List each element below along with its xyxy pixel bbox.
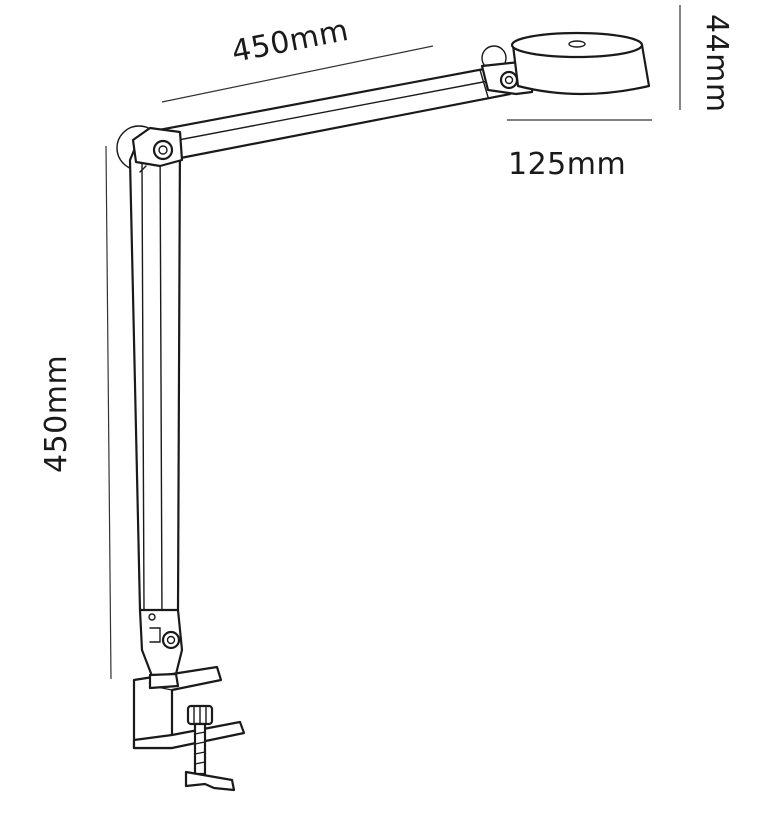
lower-arm-dimension-line [105, 145, 112, 680]
upper-arm-dimension-line [161, 45, 434, 103]
lower-joint [138, 608, 184, 678]
elbow-joint [131, 126, 184, 173]
upper-arm [146, 64, 512, 164]
head-diameter-label: 125mm [508, 147, 626, 182]
clamp-screw [184, 704, 236, 792]
head-height-label: 44mm [699, 14, 734, 113]
dimension-lines [105, 5, 681, 680]
lamp-head [510, 31, 651, 96]
desk-clamp [132, 665, 246, 750]
lower-arm [128, 134, 182, 624]
lower-arm-length-label: 450mm [39, 355, 74, 473]
upper-arm-length-label: 450mm [229, 13, 352, 70]
lamp-illustration [116, 31, 651, 792]
